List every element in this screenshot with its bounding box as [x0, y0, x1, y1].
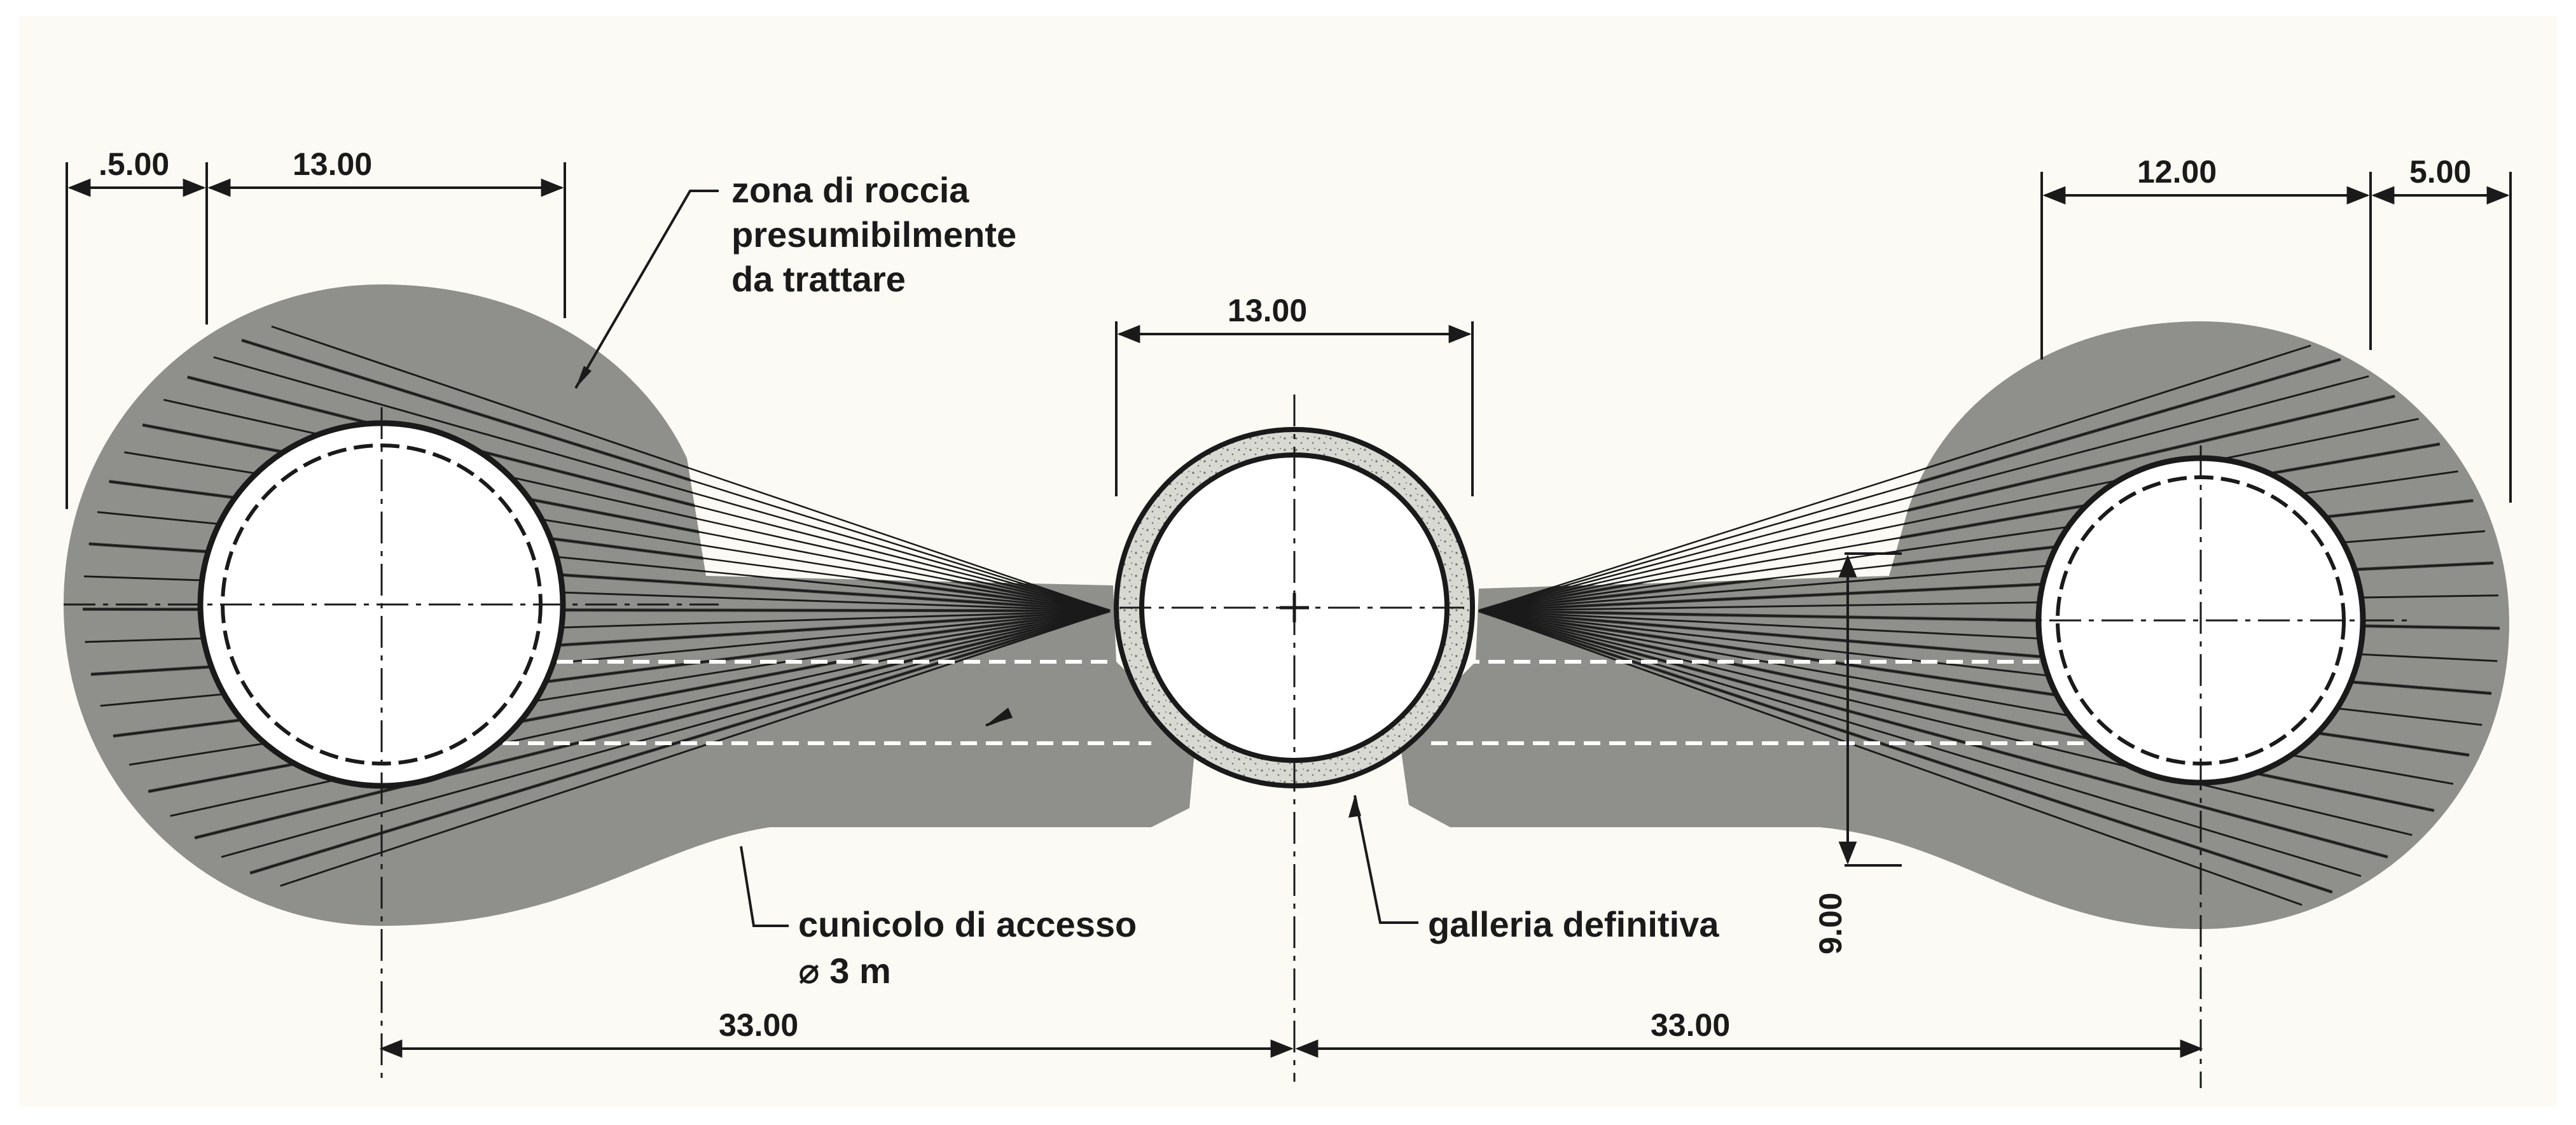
- callout-labels: zona di roccia presumibilmente da tratta…: [731, 170, 1719, 991]
- label-rock-zone-line-1: zona di roccia: [731, 170, 969, 210]
- injection-line: [280, 610, 1111, 887]
- dimension-lines: [67, 178, 2510, 1058]
- injection-line: [1478, 610, 2388, 858]
- dim-span-left: 33.00: [719, 1007, 798, 1043]
- injection-line: [1478, 610, 2333, 893]
- center-cross: [1280, 593, 1309, 622]
- injection-line: [221, 610, 1111, 858]
- center-lines: [64, 395, 2411, 1088]
- dim-right-width: 12.00: [2137, 154, 2217, 190]
- injection-line: [1478, 344, 2311, 612]
- injection-line: [249, 610, 1111, 874]
- injection-line: [1478, 610, 2413, 836]
- treated-rock-zone: [64, 284, 2509, 929]
- injection-line: [271, 325, 1111, 612]
- dim-right-offset: 5.00: [2409, 154, 2471, 190]
- dim-vertical: 9.00: [1813, 893, 1848, 954]
- label-access-tunnel-line-2: ⌀ 3 m: [798, 951, 891, 991]
- label-access-tunnel-line-1: cunicolo di accesso: [798, 904, 1137, 944]
- injection-line: [1478, 443, 2441, 612]
- injection-line: [1478, 375, 2369, 612]
- injection-line: [194, 610, 1111, 839]
- label-rock-zone-line-2: presumibilmente: [731, 214, 1016, 255]
- dim-left-width: 13.00: [293, 146, 372, 182]
- injection-line: [213, 356, 1111, 612]
- injection-line: [1478, 610, 2435, 812]
- label-rock-zone-line-3: da trattare: [731, 259, 906, 299]
- access-gallery-lines: [502, 660, 2099, 745]
- injection-line: [1478, 395, 2395, 612]
- injection-line: [187, 376, 1111, 612]
- injection-line: [241, 339, 1111, 612]
- dim-left-offset: .5.00: [99, 146, 169, 182]
- dimension-labels: .5.00 13.00 13.00 12.00 5.00 33.00 33.00…: [99, 146, 2471, 1043]
- label-final-tunnel: galleria definitiva: [1428, 904, 1719, 944]
- injection-fan-lines: [83, 325, 2500, 906]
- injection-line: [1478, 418, 2419, 612]
- dim-center-width: 13.00: [1228, 293, 1307, 328]
- injection-line: [1478, 358, 2341, 612]
- injection-line: [170, 610, 1111, 817]
- dim-span-right: 33.00: [1651, 1007, 1730, 1043]
- callout-arrowheads: [576, 366, 1361, 818]
- extension-lines: [66, 162, 2512, 509]
